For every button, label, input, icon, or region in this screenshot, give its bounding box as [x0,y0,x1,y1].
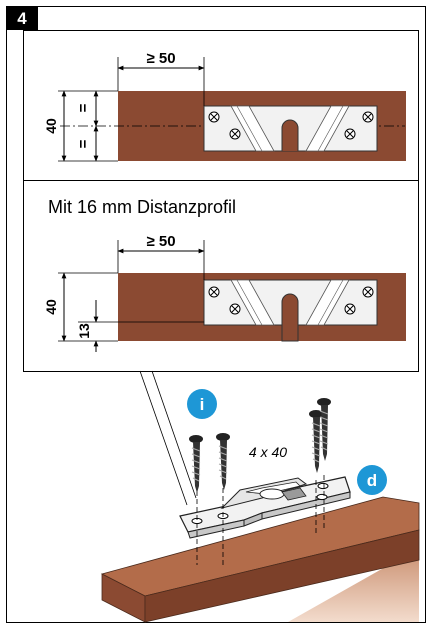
bottom-panel: Mit 16 mm Distanzprofil ≥ 50 4 [43,197,406,352]
screw-spec-label: 4 x 40 [249,444,287,460]
dim-height-bottom: 40 [43,299,59,315]
screw-1 [189,435,203,493]
info-badge-i-label: i [200,395,205,414]
step-number-badge [6,6,38,30]
step-number: 4 [17,9,27,28]
mounting-plate-bottom [203,279,378,342]
top-panel: ≥ 50 40 = = [43,50,406,162]
info-badge-i [187,389,217,419]
floor-surface [125,548,419,622]
callout-line-right [151,370,197,499]
info-badge-d [357,465,387,495]
equal-mark-upper: = [75,103,92,112]
callout-line-left [139,370,188,506]
assembly-illustration: 4 x 40 i d [100,389,420,623]
dim-width-bottom: ≥ 50 [146,233,175,250]
equal-mark-lower: = [75,139,92,148]
dim-width-top: ≥ 50 [146,50,175,67]
dim-offset: 13 [76,323,92,339]
dim-height-top: 40 [43,118,59,134]
mounting-plate-top [203,105,378,152]
screw-4 [317,398,331,461]
screw-2 [216,433,230,490]
panel-caption: Mit 16 mm Distanzprofil [48,197,236,217]
mounting-plate-3d [179,476,351,539]
info-badge-d-label: d [367,471,377,490]
wood-board-side [144,529,420,623]
screw-3 [309,410,323,473]
